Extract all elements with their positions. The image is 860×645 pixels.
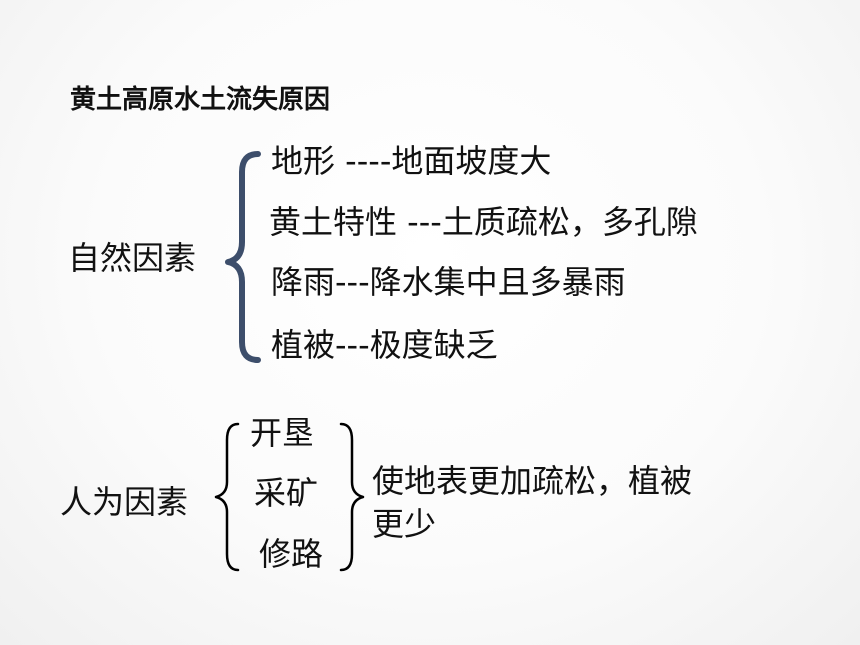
human-right-brace-path xyxy=(339,422,365,572)
human-result-line-2: 更少 xyxy=(372,505,437,543)
natural-item-vegetation: 植被---极度缺乏 xyxy=(271,326,498,364)
natural-item-loess: 黄土特性 ---土质疏松，多孔隙 xyxy=(269,203,698,241)
natural-item-terrain: 地形 ----地面坡度大 xyxy=(271,142,552,180)
human-right-brace xyxy=(339,422,365,572)
human-item-reclamation: 开垦 xyxy=(250,414,315,452)
human-left-brace xyxy=(214,422,240,572)
natural-brace-path xyxy=(225,151,261,363)
human-left-brace-path xyxy=(214,422,240,572)
natural-item-rainfall: 降雨---降水集中且多暴雨 xyxy=(271,263,626,301)
natural-factors-label: 自然因素 xyxy=(68,239,197,277)
human-item-mining: 采矿 xyxy=(254,474,319,512)
human-item-road-building: 修路 xyxy=(259,535,324,573)
natural-brace xyxy=(225,151,261,363)
slide-title: 黄土高原水土流失原因 xyxy=(70,85,331,115)
human-result-line-1: 使地表更加疏松，植被 xyxy=(372,462,693,500)
human-factors-label: 人为因素 xyxy=(60,483,189,521)
